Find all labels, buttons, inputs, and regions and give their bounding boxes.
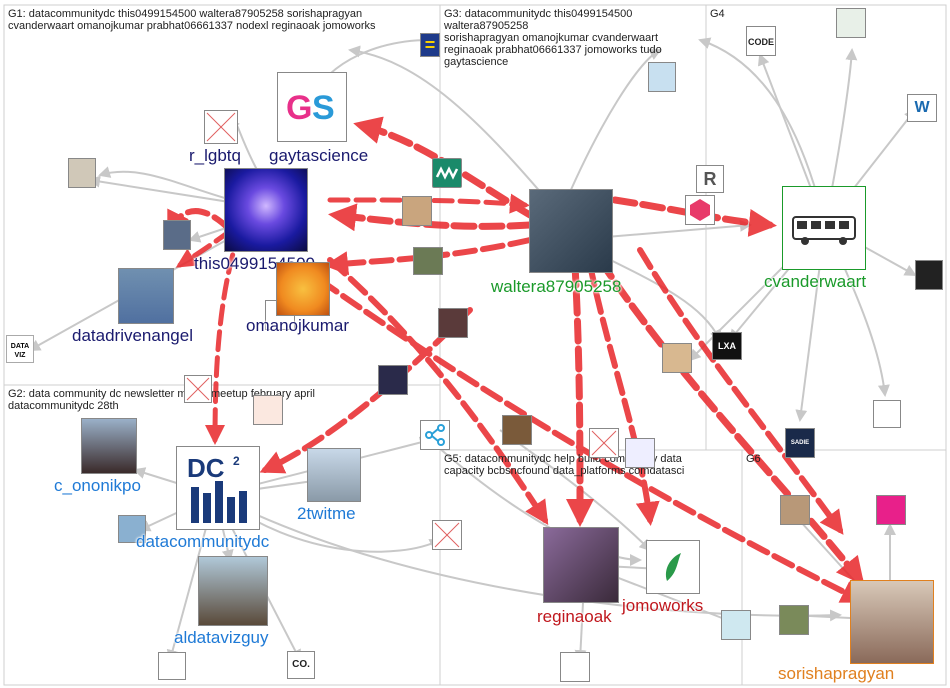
group-label-g2: G2: data community dc newsletter march m… xyxy=(8,388,315,412)
svg-text:2: 2 xyxy=(233,454,240,468)
node-label-2twitme: 2twitme xyxy=(297,504,356,523)
node-label-reginaoak: reginaoak xyxy=(537,607,612,626)
cross-icon xyxy=(591,430,617,456)
node-label-aldatavizguy: aldatavizguy xyxy=(174,628,269,647)
group-label-g6: G6 xyxy=(746,453,761,465)
strong-edges xyxy=(167,116,866,603)
nodes-icon xyxy=(425,424,445,446)
node-label-r_lgbtq: r_lgbtq xyxy=(189,146,241,165)
group-label-g1: G1: datacommunitydc this0499154500 walte… xyxy=(8,8,376,32)
svg-text:G: G xyxy=(286,89,312,127)
person-avatar xyxy=(118,268,174,324)
group-label-g3: G3: datacommunitydc this0499154500 walte… xyxy=(444,8,662,68)
node-label-omanojkumar: omanojkumar xyxy=(246,316,349,335)
light-edges xyxy=(28,34,917,662)
svg-text:DC: DC xyxy=(187,453,225,483)
node-label-datacommunitydc: datacommunitydc xyxy=(136,532,270,551)
node-label-gaytascience: gaytascience xyxy=(269,146,369,165)
node-label-waltera87905258: waltera87905258 xyxy=(491,277,622,296)
cross-icon xyxy=(186,377,210,401)
wave-icon xyxy=(435,166,459,180)
person-avatar xyxy=(198,556,268,626)
group-box-g6 xyxy=(741,449,947,686)
node-label-sorishapragyan: sorishapragyan xyxy=(778,664,895,683)
bus-icon xyxy=(782,186,866,270)
person-avatar xyxy=(543,527,619,603)
person-avatar xyxy=(850,580,934,664)
hexagon-icon xyxy=(690,199,710,221)
svg-text:S: S xyxy=(312,89,335,127)
person-avatar xyxy=(307,448,361,502)
cartoon-avatar xyxy=(276,262,330,316)
broken-image-icon xyxy=(204,110,238,144)
group-label-g4: G4 xyxy=(710,8,725,20)
neon-face-avatar xyxy=(224,168,308,252)
dc2-logo-icon: DC 2 xyxy=(176,446,260,530)
node-label-c_ononikpo: c_ononikpo xyxy=(54,476,141,495)
node-label-jomoworks: jomoworks xyxy=(622,596,704,615)
person-avatar xyxy=(529,189,613,273)
person-avatar xyxy=(81,418,137,474)
node-label-datadrivenangel: datadrivenangel xyxy=(72,326,193,345)
leaf-logo-icon xyxy=(646,540,700,594)
cross-icon xyxy=(434,522,460,548)
node-label-cvanderwaart: cvanderwaart xyxy=(764,272,867,291)
